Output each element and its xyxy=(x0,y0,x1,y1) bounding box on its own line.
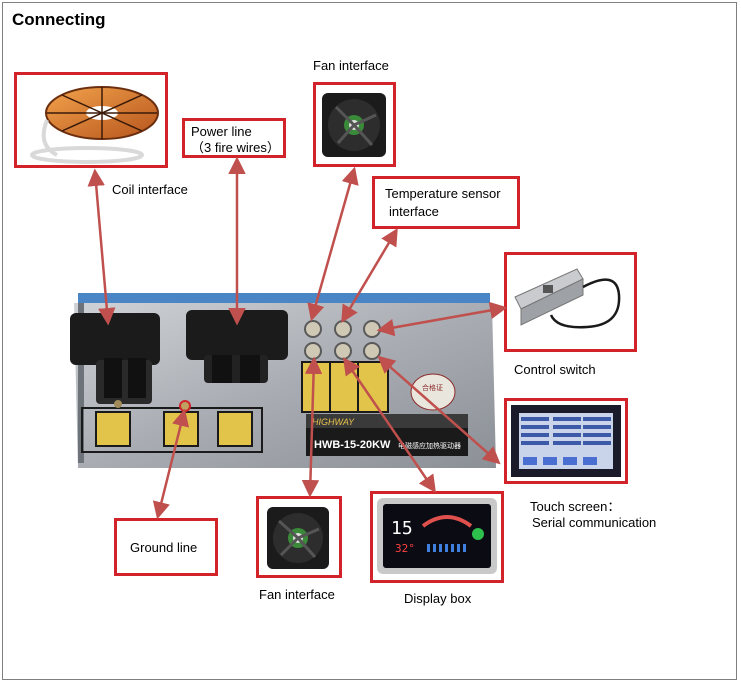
svg-text:合格证: 合格证 xyxy=(422,383,443,392)
control-switch-image-box xyxy=(504,252,637,352)
coil-connector xyxy=(70,313,160,365)
warning-label-3 xyxy=(217,411,253,447)
fan-bottom-label: Fan interface xyxy=(259,587,335,602)
display-power-reading: 15 xyxy=(391,518,413,539)
certificate-sticker xyxy=(410,373,456,411)
fan-icon xyxy=(322,93,386,157)
temperature-sensor-label: Temperature sensor xyxy=(385,186,501,201)
model-text: HWB-15-20KW xyxy=(314,439,391,451)
display-box-image-box: 15 32° xyxy=(370,491,504,583)
ground-line-label: Ground line xyxy=(130,540,198,555)
power-line-note: （3 fire wires） xyxy=(191,140,280,155)
ground-screw xyxy=(179,400,191,412)
touch-screen-note: Serial communication xyxy=(532,515,657,530)
fan-icon xyxy=(267,507,329,569)
display-box-label: Display box xyxy=(404,591,472,606)
touch-screen-icon xyxy=(511,405,621,477)
coil-image-box xyxy=(14,72,168,168)
page-title: Connecting xyxy=(12,10,106,29)
temperature-sensor-box: Temperature sensor interface xyxy=(372,176,520,229)
label-strip xyxy=(301,361,389,413)
warning-label-1 xyxy=(95,411,131,447)
fan-bottom-image-box xyxy=(256,496,342,578)
temperature-sensor-label-2: interface xyxy=(389,204,439,219)
display-temp-reading: 32° xyxy=(395,542,415,555)
display-box-icon: 15 32° xyxy=(377,498,497,574)
touch-screen-image-box xyxy=(504,398,628,484)
model-subtitle: 电磁感应加热驱动器 xyxy=(398,441,461,450)
power-connector xyxy=(186,310,288,360)
fan-top-image-box xyxy=(313,82,396,167)
fan-top-label: Fan interface xyxy=(313,58,389,73)
power-line-label: Power line xyxy=(191,124,252,139)
touch-screen-label: Touch screen： xyxy=(530,499,621,514)
coil-icon xyxy=(30,86,159,164)
warning-label-2 xyxy=(163,411,199,447)
power-line-box: Power line （3 fire wires） xyxy=(182,118,286,158)
ground-line-box xyxy=(114,518,218,576)
control-switch-icon xyxy=(514,268,621,329)
control-switch-label: Control switch xyxy=(514,362,596,377)
coil-interface-label: Coil interface xyxy=(112,182,188,197)
brand-text: HIGHWAY xyxy=(312,417,355,427)
